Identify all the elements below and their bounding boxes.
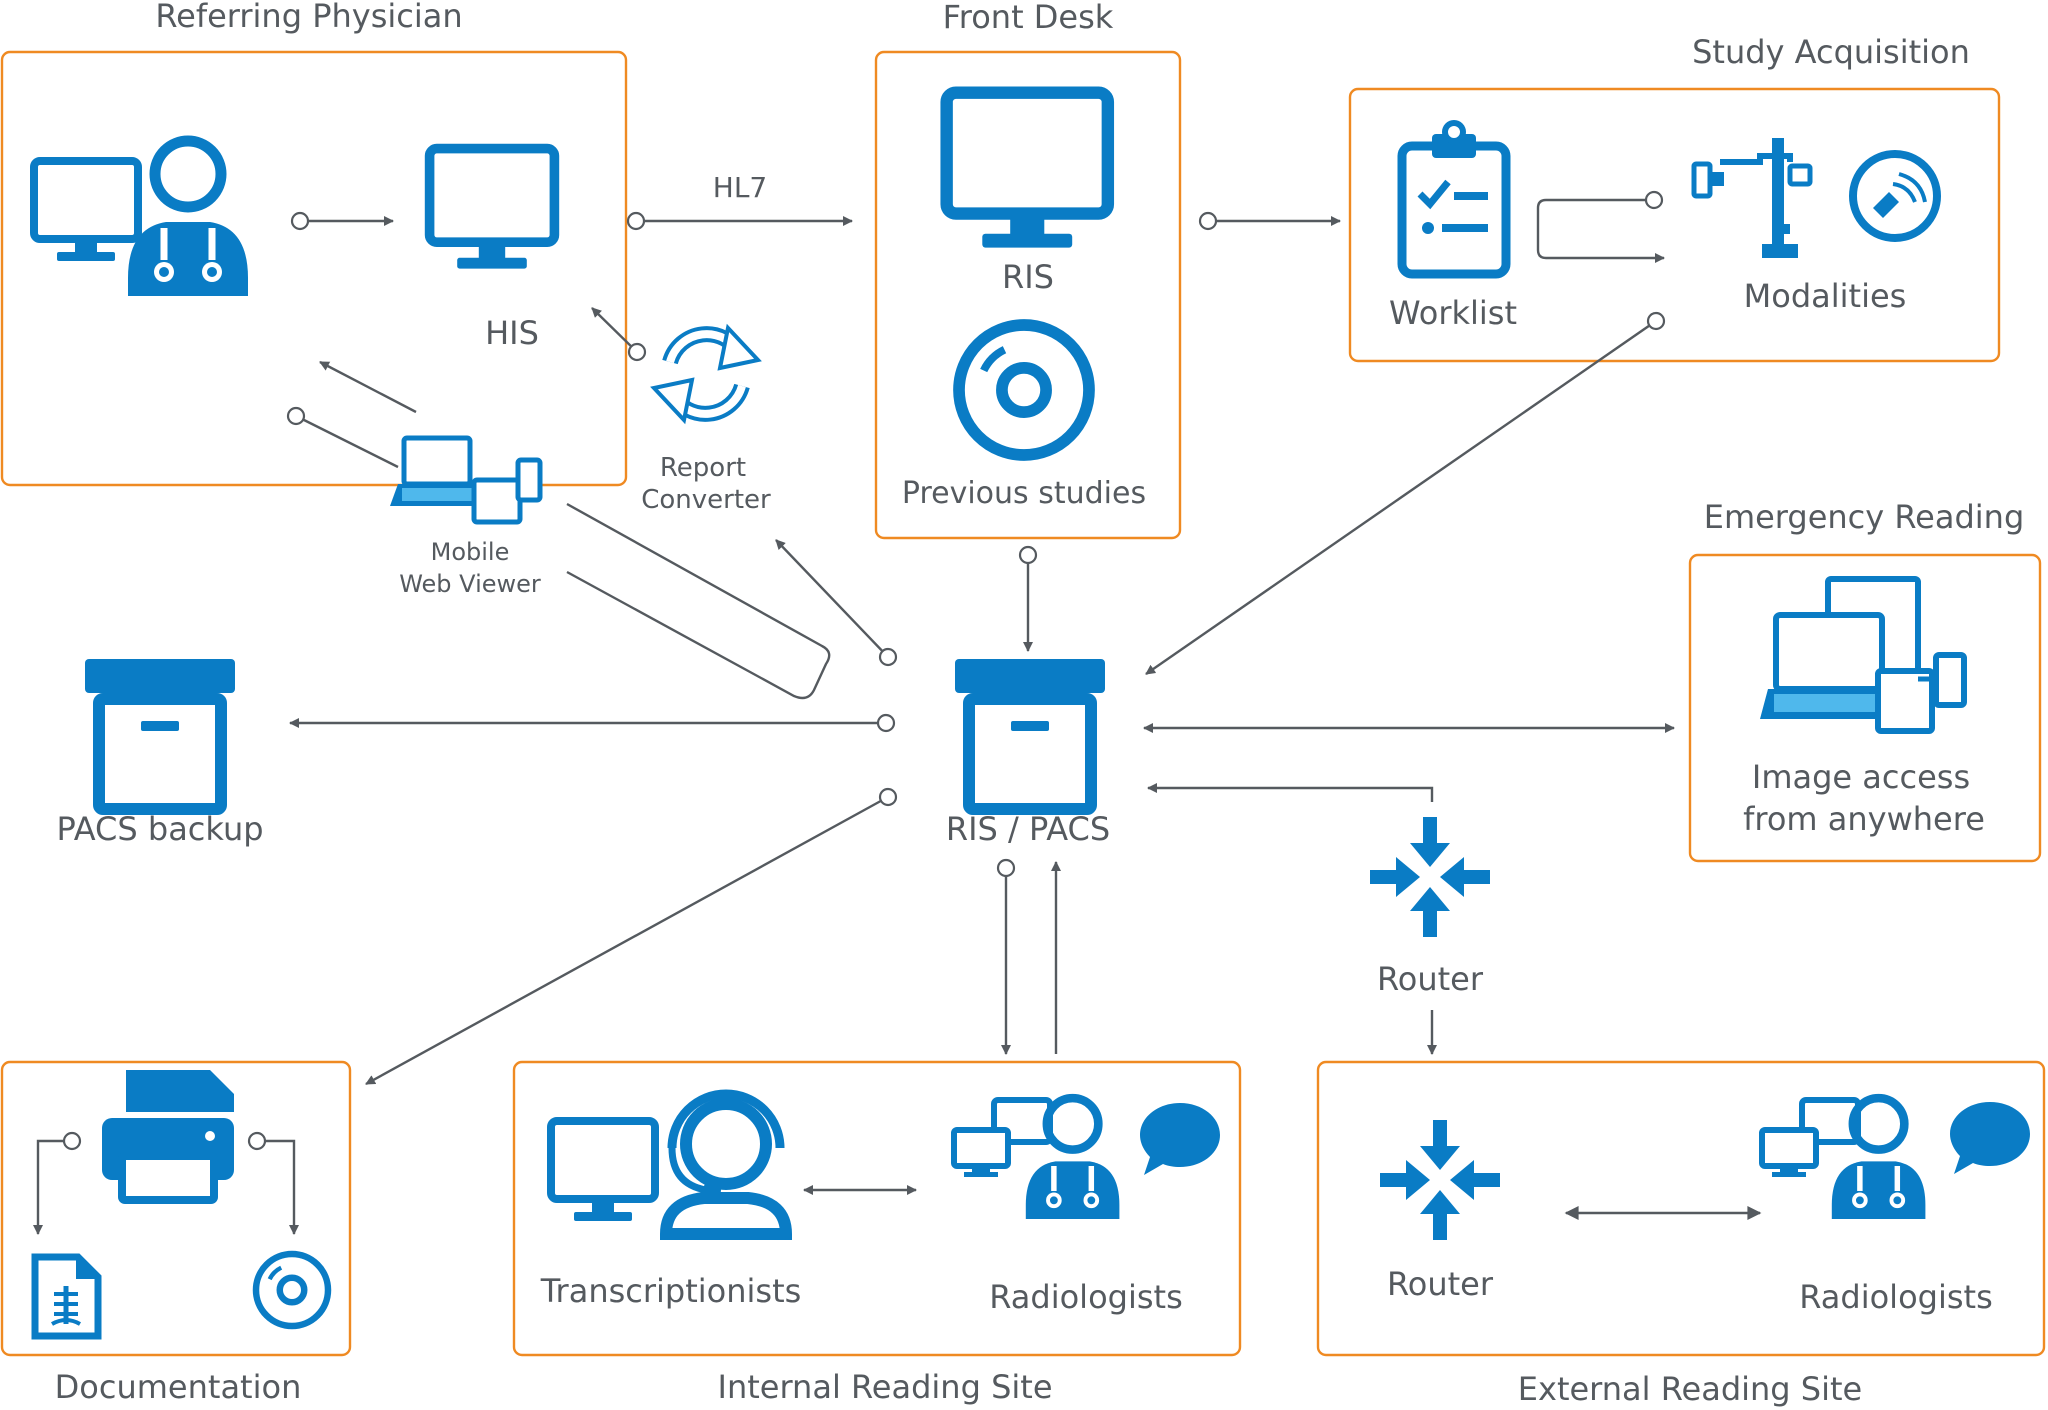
group-box-internal-reading-site bbox=[512, 1060, 1242, 1357]
printer-icon bbox=[102, 1070, 234, 1204]
router-label: Router bbox=[1377, 960, 1484, 998]
his-monitor-icon bbox=[430, 149, 555, 269]
transcriptionists-label: Transcriptionists bbox=[540, 1272, 802, 1310]
edge-label-hl7: HL7 bbox=[713, 171, 767, 204]
previous-studies-label: Previous studies bbox=[902, 476, 1146, 511]
image-access-label-line2: from anywhere bbox=[1743, 800, 1985, 838]
report-converter-sync-icon bbox=[650, 323, 762, 425]
worklist-label: Worklist bbox=[1389, 294, 1517, 332]
ris-monitor-icon bbox=[947, 93, 1108, 248]
ris-pacs-archive-icon bbox=[955, 659, 1105, 809]
mobile-web-viewer-label-line2: Web Viewer bbox=[399, 570, 541, 598]
worklist-clipboard-icon bbox=[1397, 120, 1511, 279]
pacs-backup-label: PACS backup bbox=[56, 810, 263, 848]
group-title-study-acquisition: Study Acquisition bbox=[1692, 33, 1970, 71]
previous-studies-disc-icon bbox=[959, 325, 1089, 455]
internal-radiologist-speech-bubble-icon bbox=[1140, 1103, 1220, 1175]
xray-document-icon bbox=[31, 1253, 102, 1340]
external-radiologist-speech-bubble-icon bbox=[1950, 1102, 2030, 1174]
group-title-front-desk: Front Desk bbox=[943, 0, 1114, 36]
his-label: HIS bbox=[485, 314, 539, 352]
group-title-emergency-reading: Emergency Reading bbox=[1704, 498, 2025, 536]
ris-label: RIS bbox=[1002, 258, 1054, 296]
referring-physician-doctor-icon bbox=[128, 141, 248, 296]
pacs-backup-archive-icon bbox=[85, 659, 235, 809]
group-title-documentation: Documentation bbox=[55, 1368, 302, 1406]
router-icon bbox=[1370, 817, 1490, 937]
group-title-internal-reading-site: Internal Reading Site bbox=[718, 1368, 1053, 1406]
external-radiologist-screens-icon bbox=[1762, 1100, 1858, 1177]
modality-ultrasound-icon bbox=[1849, 150, 1941, 242]
mobile-web-viewer-label-line1: Mobile bbox=[431, 538, 510, 566]
internal-radiologists-label: Radiologists bbox=[989, 1278, 1182, 1316]
documentation-disc-icon bbox=[256, 1254, 328, 1326]
modalities-label: Modalities bbox=[1744, 277, 1907, 315]
group-title-referring-physician: Referring Physician bbox=[155, 0, 462, 35]
report-converter-label-line1: Report bbox=[660, 453, 746, 483]
internal-radiologist-icon bbox=[1026, 1098, 1120, 1219]
transcriptionist-monitor-icon bbox=[551, 1121, 655, 1221]
external-radiologist-icon bbox=[1832, 1098, 1926, 1219]
modality-xray-machine-icon bbox=[1691, 138, 1813, 258]
external-radiologists-label: Radiologists bbox=[1799, 1278, 1992, 1316]
mobile-web-viewer-devices-icon bbox=[390, 435, 543, 525]
external-router-label: Router bbox=[1387, 1265, 1494, 1303]
transcriptionist-headset-icon bbox=[659, 1089, 793, 1240]
image-access-devices-icon bbox=[1760, 576, 1967, 734]
group-box-documentation bbox=[0, 1060, 352, 1357]
referring-physician-monitor-icon bbox=[34, 161, 138, 261]
group-box-study-acquisition bbox=[1348, 87, 2001, 363]
ris-pacs-label: RIS / PACS bbox=[946, 810, 1110, 848]
group-box-front-desk bbox=[874, 50, 1182, 540]
image-access-label-line1: Image access bbox=[1752, 758, 1970, 796]
external-router-icon bbox=[1380, 1120, 1500, 1240]
group-box-emergency-reading bbox=[1688, 553, 2042, 863]
group-box-referring-physician bbox=[0, 50, 628, 487]
group-box-external-reading-site bbox=[1316, 1060, 2046, 1357]
internal-radiologist-screens-icon bbox=[954, 1100, 1050, 1177]
report-converter-label-line2: Converter bbox=[641, 485, 771, 515]
connectors bbox=[33, 190, 1762, 1235]
group-title-external-reading-site: External Reading Site bbox=[1518, 1370, 1862, 1408]
